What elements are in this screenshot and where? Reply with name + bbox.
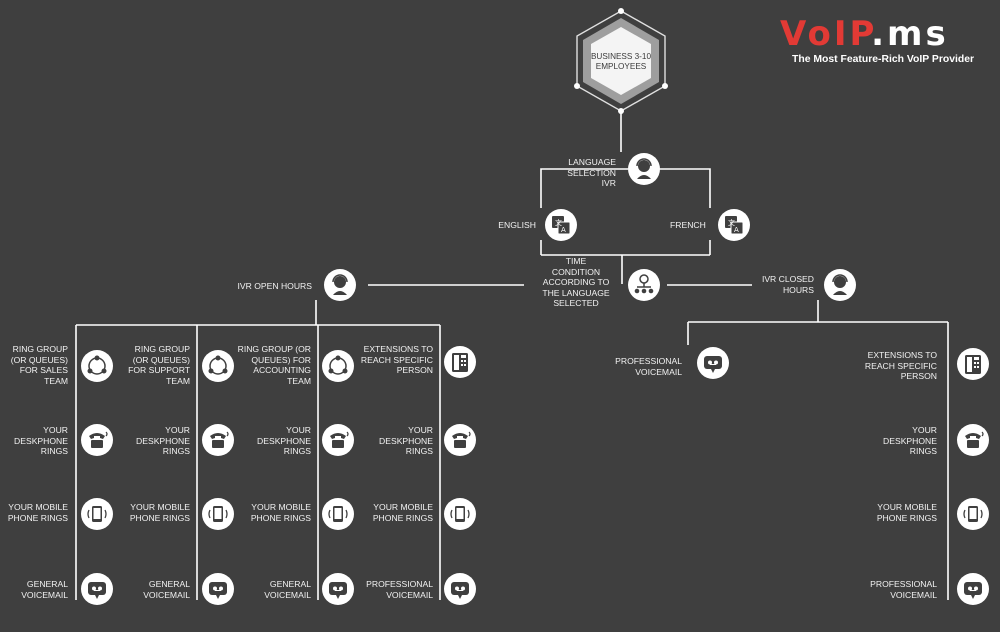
closed-desk-label: YOUR DESKPHONE RINGS — [883, 425, 937, 457]
deskphone-icon — [452, 353, 468, 372]
deskphone-icon — [965, 355, 981, 374]
group-ring-icon — [208, 355, 228, 375]
col0-voicemail-label: GENERAL VOICEMAIL — [21, 579, 68, 600]
ringing-phone-icon — [210, 431, 229, 448]
logo-tagline: The Most Feature-Rich VoIP Provider — [792, 54, 975, 65]
time-condition-label: TIME CONDITION ACCORDING TO THE LANGUAGE… — [542, 256, 610, 309]
voicemail-icon — [964, 582, 982, 599]
closed-extensions-node — [957, 348, 989, 380]
ringing-phone-icon — [330, 431, 349, 448]
closed-voicemail-node — [697, 347, 729, 379]
closed-mobile-label: YOUR MOBILE PHONE RINGS — [876, 502, 937, 523]
col2-voicemail-label: GENERAL VOICEMAIL — [264, 579, 311, 600]
ivr-node — [628, 153, 660, 185]
french-label: FRENCH — [670, 220, 706, 230]
vibrating-mobile-icon — [963, 506, 983, 522]
col3-head-node — [444, 346, 476, 378]
svg-text:A: A — [734, 226, 739, 234]
translate-icon: 文A — [552, 216, 571, 235]
col0-voicemail-node — [81, 573, 113, 605]
col1-head-label: RING GROUP (OR QUEUES) FOR SUPPORT TEAM — [128, 344, 190, 386]
business-label: BUSINESS 3-10 EMPLOYEES — [590, 52, 652, 71]
col3-head-label: EXTENSIONS TO REACH SPECIFIC PERSON — [360, 344, 433, 376]
col2-voicemail-node — [322, 573, 354, 605]
ivr-closed-label: IVR CLOSED HOURS — [761, 274, 814, 295]
col2-head-label: RING GROUP (OR QUEUES) FOR ACCOUNTING TE… — [237, 344, 311, 386]
voicemail-icon — [704, 356, 722, 373]
svg-text:文: 文 — [555, 218, 562, 227]
voicemail-icon — [88, 582, 106, 599]
vibrating-mobile-icon — [87, 506, 107, 522]
svg-text:文: 文 — [728, 218, 735, 227]
voicemail-icon — [329, 582, 347, 599]
voicemail-icon — [209, 582, 227, 599]
language-ivr-label: LANGUAGE SELECTION IVR — [567, 157, 616, 189]
ringing-phone-icon — [89, 431, 108, 448]
operator-headset-icon — [636, 158, 652, 179]
col0-head-node — [81, 350, 113, 382]
col3-mobile-node — [444, 498, 476, 530]
col1-desk-node — [202, 424, 234, 456]
ivr-closed-node — [824, 269, 856, 301]
logo-wordmark: VoIP.ms — [780, 14, 949, 54]
voip-ms-logo: VoIP.ms The Most Feature-Rich VoIP Provi… — [770, 14, 990, 74]
col2-mobile-node — [322, 498, 354, 530]
ringing-phone-icon — [452, 431, 471, 448]
col1-desk-label: YOUR DESKPHONE RINGS — [136, 425, 190, 457]
closed-final-voicemail-node — [957, 573, 989, 605]
english-label: ENGLISH — [498, 220, 536, 230]
hierarchy-clock-icon — [634, 274, 654, 294]
time-condition-node — [628, 269, 660, 301]
col3-voicemail-label: PROFESSIONAL VOICEMAIL — [366, 579, 433, 600]
closed-mobile-node — [957, 498, 989, 530]
col0-desk-label: YOUR DESKPHONE RINGS — [14, 425, 68, 457]
business-hexagon — [574, 8, 668, 114]
voicemail-icon — [451, 582, 469, 599]
col1-head-node — [202, 350, 234, 382]
closed-desk-node — [957, 424, 989, 456]
group-ring-icon — [87, 355, 107, 375]
col1-voicemail-label: GENERAL VOICEMAIL — [143, 579, 190, 600]
closed-voicemail-label: PROFESSIONAL VOICEMAIL — [615, 356, 682, 377]
operator-headset-icon — [332, 274, 348, 295]
closed-extensions-label: EXTENSIONS TO REACH SPECIFIC PERSON — [864, 350, 937, 382]
vibrating-mobile-icon — [450, 506, 470, 522]
vibrating-mobile-icon — [208, 506, 228, 522]
col2-mobile-label: YOUR MOBILE PHONE RINGS — [250, 502, 311, 523]
svg-text:A: A — [561, 226, 566, 234]
col1-voicemail-node — [202, 573, 234, 605]
col1-mobile-node — [202, 498, 234, 530]
ivr-open-label: IVR OPEN HOURS — [237, 281, 313, 291]
col2-desk-label: YOUR DESKPHONE RINGS — [257, 425, 311, 457]
col1-mobile-label: YOUR MOBILE PHONE RINGS — [129, 502, 190, 523]
col0-head-label: RING GROUP (OR QUEUES) FOR SALES TEAM — [10, 344, 68, 386]
col2-desk-node — [322, 424, 354, 456]
closed-final-voicemail-label: PROFESSIONAL VOICEMAIL — [870, 579, 937, 600]
col0-desk-node — [81, 424, 113, 456]
col0-mobile-node — [81, 498, 113, 530]
col3-desk-node — [444, 424, 476, 456]
ivr-open-node — [324, 269, 356, 301]
col0-mobile-label: YOUR MOBILE PHONE RINGS — [7, 502, 68, 523]
col3-mobile-label: YOUR MOBILE PHONE RINGS — [372, 502, 433, 523]
vibrating-mobile-icon — [328, 506, 348, 522]
col3-voicemail-node — [444, 573, 476, 605]
col2-head-node — [322, 350, 354, 382]
translate-icon: 文A — [725, 216, 744, 235]
col3-desk-label: YOUR DESKPHONE RINGS — [379, 425, 433, 457]
operator-headset-icon — [832, 274, 848, 295]
ringing-phone-icon — [965, 431, 984, 448]
group-ring-icon — [328, 355, 348, 375]
